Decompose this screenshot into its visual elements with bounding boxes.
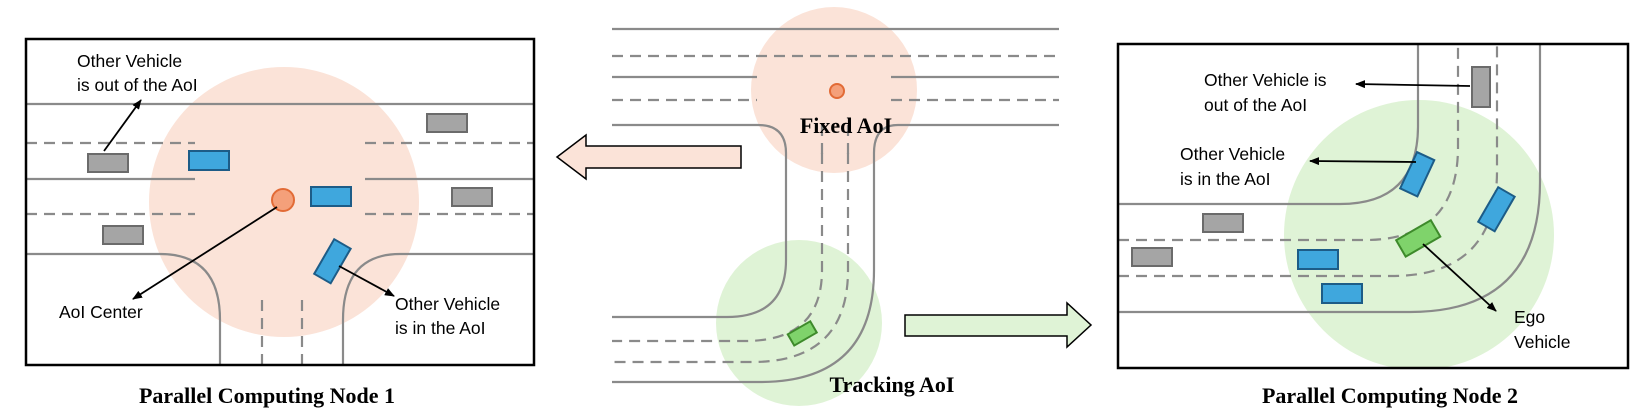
- node1-label-out-line2: is out of the AoI: [77, 75, 198, 95]
- vehicle-out: [1202, 213, 1244, 233]
- ego-vehicle: [1394, 218, 1442, 259]
- left-block-arrow: [555, 133, 742, 181]
- svg-text:Other Vehicle is in the: Other Vehicle is in the AoI: [1180, 144, 1290, 189]
- node1-title: Parallel Computing Node 1: [139, 383, 395, 408]
- label-tracking-aoi: Tracking AoI: [830, 372, 955, 397]
- node2-label-ego-line2: Vehicle: [1514, 332, 1570, 352]
- node2-label-in-line2: is in the AoI: [1180, 169, 1270, 189]
- vehicle-in: [1476, 185, 1517, 233]
- node1-label-out-line1: Other Vehicle: [77, 51, 182, 71]
- node2-label-ego-line1: Ego: [1514, 307, 1545, 327]
- node2-label-out-line1: Other Vehicle is: [1204, 70, 1327, 90]
- vehicle-out: [451, 187, 493, 207]
- vehicle-out: [1471, 66, 1491, 108]
- vehicle-in: [1297, 249, 1339, 270]
- node1-label-in-line2: is in the AoI: [395, 318, 485, 338]
- aoi-center-dot: [829, 83, 845, 99]
- vehicle-in: [1321, 283, 1363, 304]
- node1-panel: Other Vehicle is out of the AoI AoI Cent…: [24, 37, 536, 408]
- right-block-arrow: [904, 301, 1093, 349]
- svg-text:Other Vehicle is in the: Other Vehicle is in the AoI: [395, 294, 505, 338]
- node1-frame: [24, 37, 536, 367]
- svg-text:Ego Vehicle: Ego Vehicle: [1514, 307, 1570, 352]
- vehicle-out: [87, 153, 129, 173]
- vehicle-out: [1131, 247, 1173, 267]
- label-fixed-aoi: Fixed AoI: [800, 113, 892, 138]
- vehicle-out: [426, 113, 468, 133]
- node2-frame: [1116, 42, 1630, 370]
- vehicle-in: [310, 186, 352, 207]
- vehicle-out: [102, 225, 144, 245]
- node2-panel: Other Vehicle is out of the AoI Other Ve…: [1116, 42, 1630, 408]
- aoi-center-dot: [271, 188, 295, 212]
- node1-label-center: AoI Center: [59, 302, 143, 322]
- ego-vehicle: [786, 319, 819, 347]
- middle-overview: Fixed AoI Tracking AoI: [555, 7, 1093, 406]
- svg-text:Other Vehicle is out of: Other Vehicle is out of the AoI: [1204, 70, 1331, 115]
- vehicle-in: [188, 150, 230, 171]
- node1-label-in-line1: Other Vehicle: [395, 294, 500, 314]
- node2-title: Parallel Computing Node 2: [1262, 383, 1518, 408]
- node2-label-out-line2: out of the AoI: [1204, 95, 1307, 115]
- node2-label-in-line1: Other Vehicle: [1180, 144, 1285, 164]
- vehicle-in: [1398, 150, 1436, 198]
- tracking-aoi-circle: [716, 240, 882, 406]
- svg-text:Other Vehicle is out of: Other Vehicle is out of the AoI: [77, 51, 198, 95]
